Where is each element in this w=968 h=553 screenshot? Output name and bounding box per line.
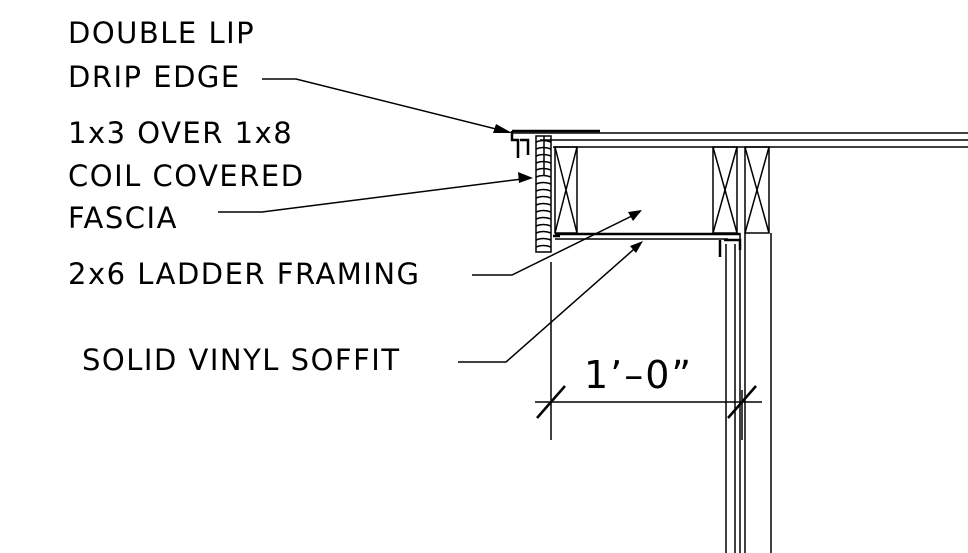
label-drip-edge-line1: DOUBLE LIP: [68, 16, 255, 50]
label-fascia-line3: FASCIA: [68, 201, 178, 235]
framing-block-wall-left-x2: [712, 146, 738, 234]
label-soffit: SOLID VINYL SOFFIT: [82, 343, 401, 377]
arrowhead-fascia: [518, 172, 533, 183]
framing-block-outer-x2: [554, 146, 578, 234]
arrowhead-drip-edge: [493, 124, 512, 133]
fascia-board: [535, 135, 552, 253]
framing-block-wall-right: [744, 146, 770, 234]
leader-soffit: [458, 242, 642, 363]
framing-block-wall-right-x2: [744, 146, 770, 234]
arrowhead-soffit: [630, 241, 643, 253]
dimension-tick-right: [727, 385, 757, 419]
soffit-panel: [553, 232, 742, 257]
label-drip-edge-line2: DRIP EDGE: [68, 60, 241, 94]
dimension-overhang: [535, 262, 762, 440]
arrowhead-ladder-framing: [628, 210, 642, 221]
wall-section: [725, 233, 772, 553]
label-fascia-line2: COIL COVERED: [68, 159, 305, 193]
label-ladder-framing: 2x6 LADDER FRAMING: [68, 257, 421, 291]
leader-drip-edge: [262, 78, 509, 133]
label-fascia-line1: 1x3 OVER 1x8: [68, 116, 293, 150]
roof-assembly: [510, 129, 968, 158]
drip-edge-profile: [510, 131, 530, 158]
dimension-tick-left: [536, 385, 566, 419]
ladder-framing: [554, 146, 770, 234]
dimension-overhang-text: 1’–0”: [584, 353, 693, 397]
soffit-j-channel: [718, 238, 742, 257]
leader-fascia: [218, 177, 531, 213]
